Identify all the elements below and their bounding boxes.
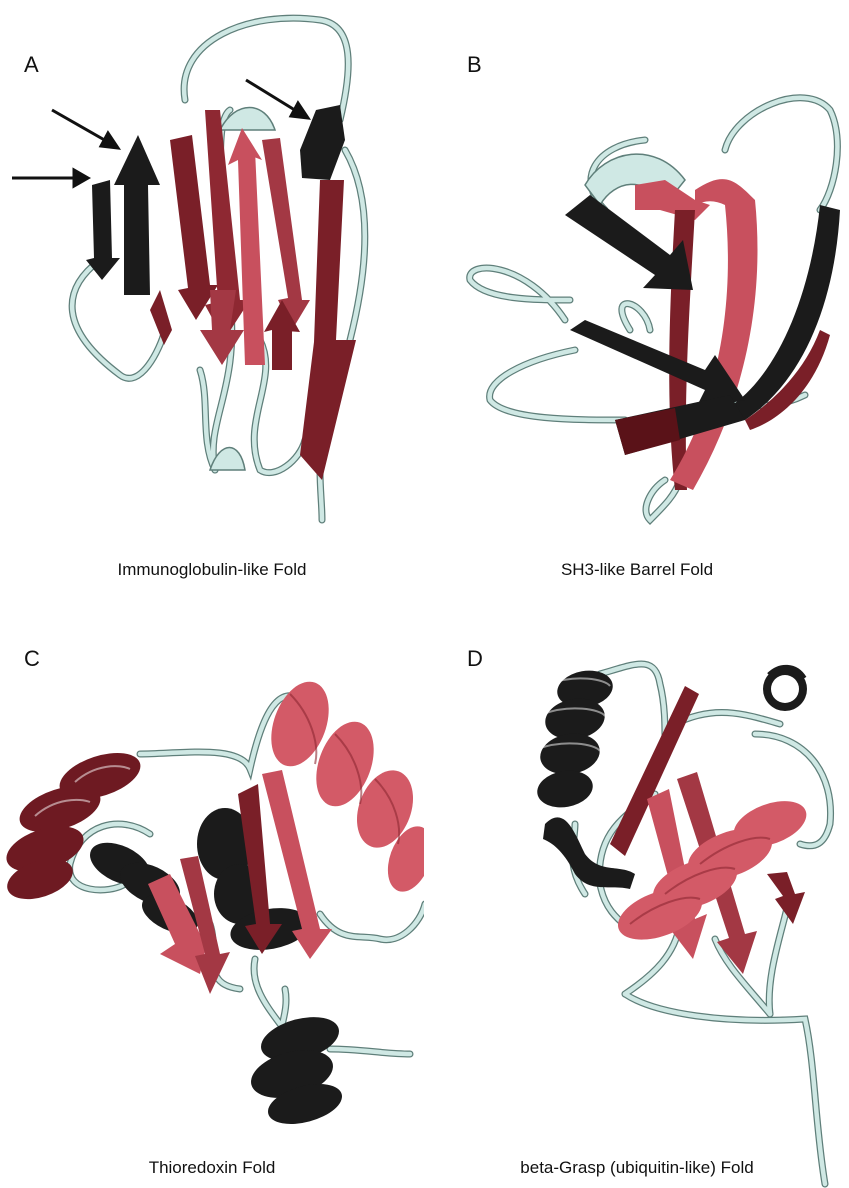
immunoglobulin-fold-ribbon (0, 0, 424, 594)
panel-b-caption: SH3-like Barrel Fold (425, 560, 849, 580)
panel-d-letter: D (467, 646, 483, 672)
strand-a-black-1 (86, 180, 120, 280)
panel-a: A Immunoglobulin-like Fold (0, 0, 424, 594)
helix-c-black-3 (246, 1009, 347, 1131)
strand-d-maroon-1 (610, 686, 699, 856)
panel-d: D beta-Grasp (ubiquitin-like) Fold (425, 594, 849, 1188)
panel-a-letter: A (24, 52, 39, 78)
helix-d-black (534, 666, 615, 811)
panel-c-caption: Thioredoxin Fold (0, 1158, 424, 1178)
thioredoxin-fold-ribbon (0, 594, 424, 1188)
strand-a-maroon-4 (300, 180, 356, 480)
panel-b-letter: B (467, 52, 482, 78)
panel-c: C Thioredoxin Fold (0, 594, 424, 1188)
panel-c-letter: C (24, 646, 40, 672)
panel-b: B SH3-like Barrel Fold (425, 0, 849, 594)
strand-b-black-3 (570, 320, 745, 410)
helix-d-small (763, 667, 807, 711)
panel-d-caption: beta-Grasp (ubiquitin-like) Fold (425, 1158, 849, 1178)
strand-a-black-2 (114, 135, 160, 295)
panel-a-caption: Immunoglobulin-like Fold (0, 560, 424, 580)
beta-grasp-fold-ribbon (425, 594, 849, 1188)
sh3-barrel-ribbon (425, 0, 849, 594)
